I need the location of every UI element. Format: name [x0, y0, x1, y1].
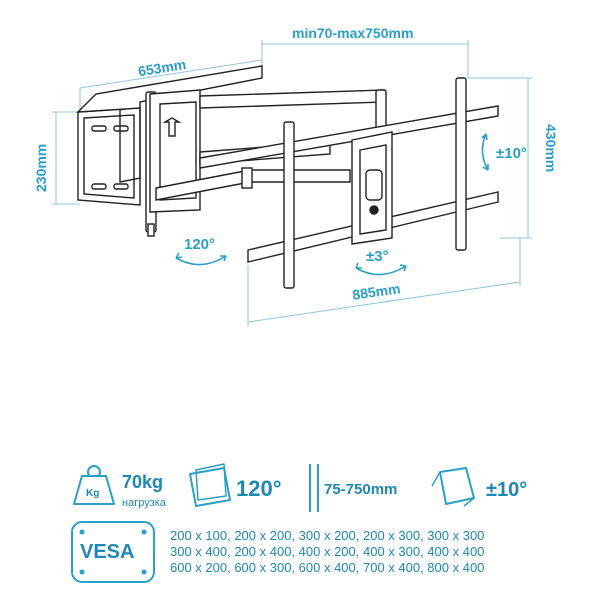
vesa-row-1: 200 x 100, 200 x 200, 300 x 200, 200 x 3…: [170, 528, 484, 543]
height-bracket-label: 230mm: [33, 144, 49, 192]
weight-icon: Kg: [73, 465, 115, 505]
swivel-icon: [189, 463, 231, 507]
weight-icon-unit: Kg: [86, 488, 99, 499]
articulating-arms: [145, 89, 387, 237]
vesa-label: VESA: [80, 541, 134, 563]
swivel-angle: 120°: [236, 476, 282, 501]
dimension-lines: [52, 40, 532, 326]
plate-height-label: 430mm: [543, 124, 559, 172]
rotation-label: ±3°: [366, 248, 389, 265]
tilt-label: ±10°: [496, 145, 527, 162]
vesa-row-3: 600 x 200, 600 x 300, 600 x 400, 700 x 4…: [170, 560, 484, 575]
weight-caption: нагрузка: [122, 497, 167, 509]
weight-value: 70kg: [122, 472, 163, 492]
rotation-arrows: [175, 133, 489, 276]
depth-range-label: min70-max750mm: [292, 25, 413, 41]
tilt-icon: [431, 467, 475, 507]
vesa-row-2: 300 x 400, 200 x 400, 400 x 200, 400 x 3…: [170, 544, 484, 559]
extension-range: 75-750mm: [324, 481, 397, 498]
plate-width-label: 885mm: [351, 280, 401, 303]
vesa-badge: [71, 521, 155, 583]
wall-plate: [76, 65, 263, 206]
arm-width-label: 653mm: [137, 56, 187, 79]
extension-icon: [309, 464, 319, 512]
specs-row: Kg 70kg нагрузка 120° 75-750mm ±10°: [73, 463, 527, 512]
tilt-angle: ±10°: [486, 479, 527, 501]
swivel-label: 120°: [184, 236, 215, 253]
tv-plate: [199, 77, 499, 289]
vesa-block: VESA 200 x 100, 200 x 200, 300 x 200, 20…: [71, 521, 484, 583]
